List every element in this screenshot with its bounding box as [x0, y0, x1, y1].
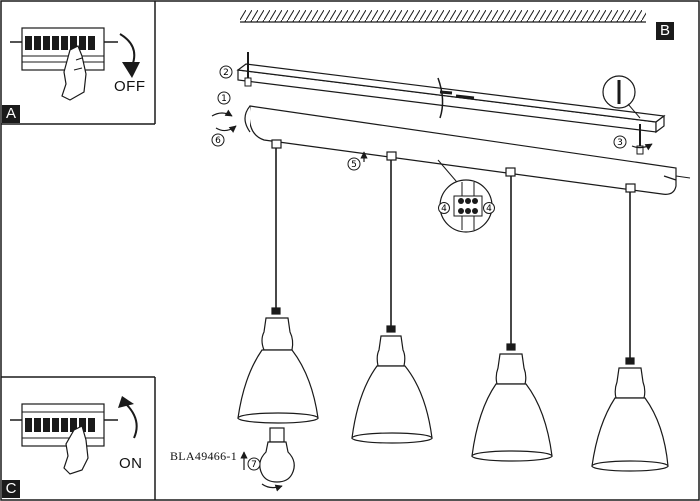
step-5-label: 5 — [351, 160, 357, 170]
pendant-4 — [591, 183, 669, 472]
pendant-2 — [351, 151, 433, 444]
screw-left — [244, 52, 252, 87]
step-markers: 2 1 3 4 4 5 6 7 — [211, 65, 627, 471]
pendant-3 — [471, 167, 553, 462]
terminal-block-detail — [437, 159, 493, 233]
breaker-panel-a — [10, 27, 140, 101]
step-1-label: 1 — [221, 94, 227, 104]
panel-c-letter: C — [2, 480, 20, 498]
switch-on-label: ON — [119, 455, 143, 472]
ceiling-canopy — [244, 105, 691, 195]
screw-right — [636, 124, 644, 155]
step-6-label: 6 — [215, 136, 221, 146]
panel-a-letter: A — [2, 105, 20, 123]
step-4a-label: 4 — [441, 204, 447, 214]
breaker-panel-c — [10, 396, 138, 475]
pendant-1 — [237, 139, 319, 424]
step-4b-label: 4 — [486, 204, 492, 214]
product-code: BLA49466-1 — [170, 449, 237, 463]
step-7-label: 7 — [251, 460, 257, 470]
detail-magnifier-screw — [602, 75, 641, 119]
light-bulb-icon — [259, 427, 295, 492]
switch-off-label: OFF — [114, 78, 146, 95]
ceiling-hatch — [240, 10, 646, 23]
step-3-label: 3 — [617, 138, 623, 148]
mounting-bracket — [236, 63, 666, 134]
step-2-label: 2 — [223, 68, 229, 78]
panel-b-letter: B — [656, 22, 674, 40]
